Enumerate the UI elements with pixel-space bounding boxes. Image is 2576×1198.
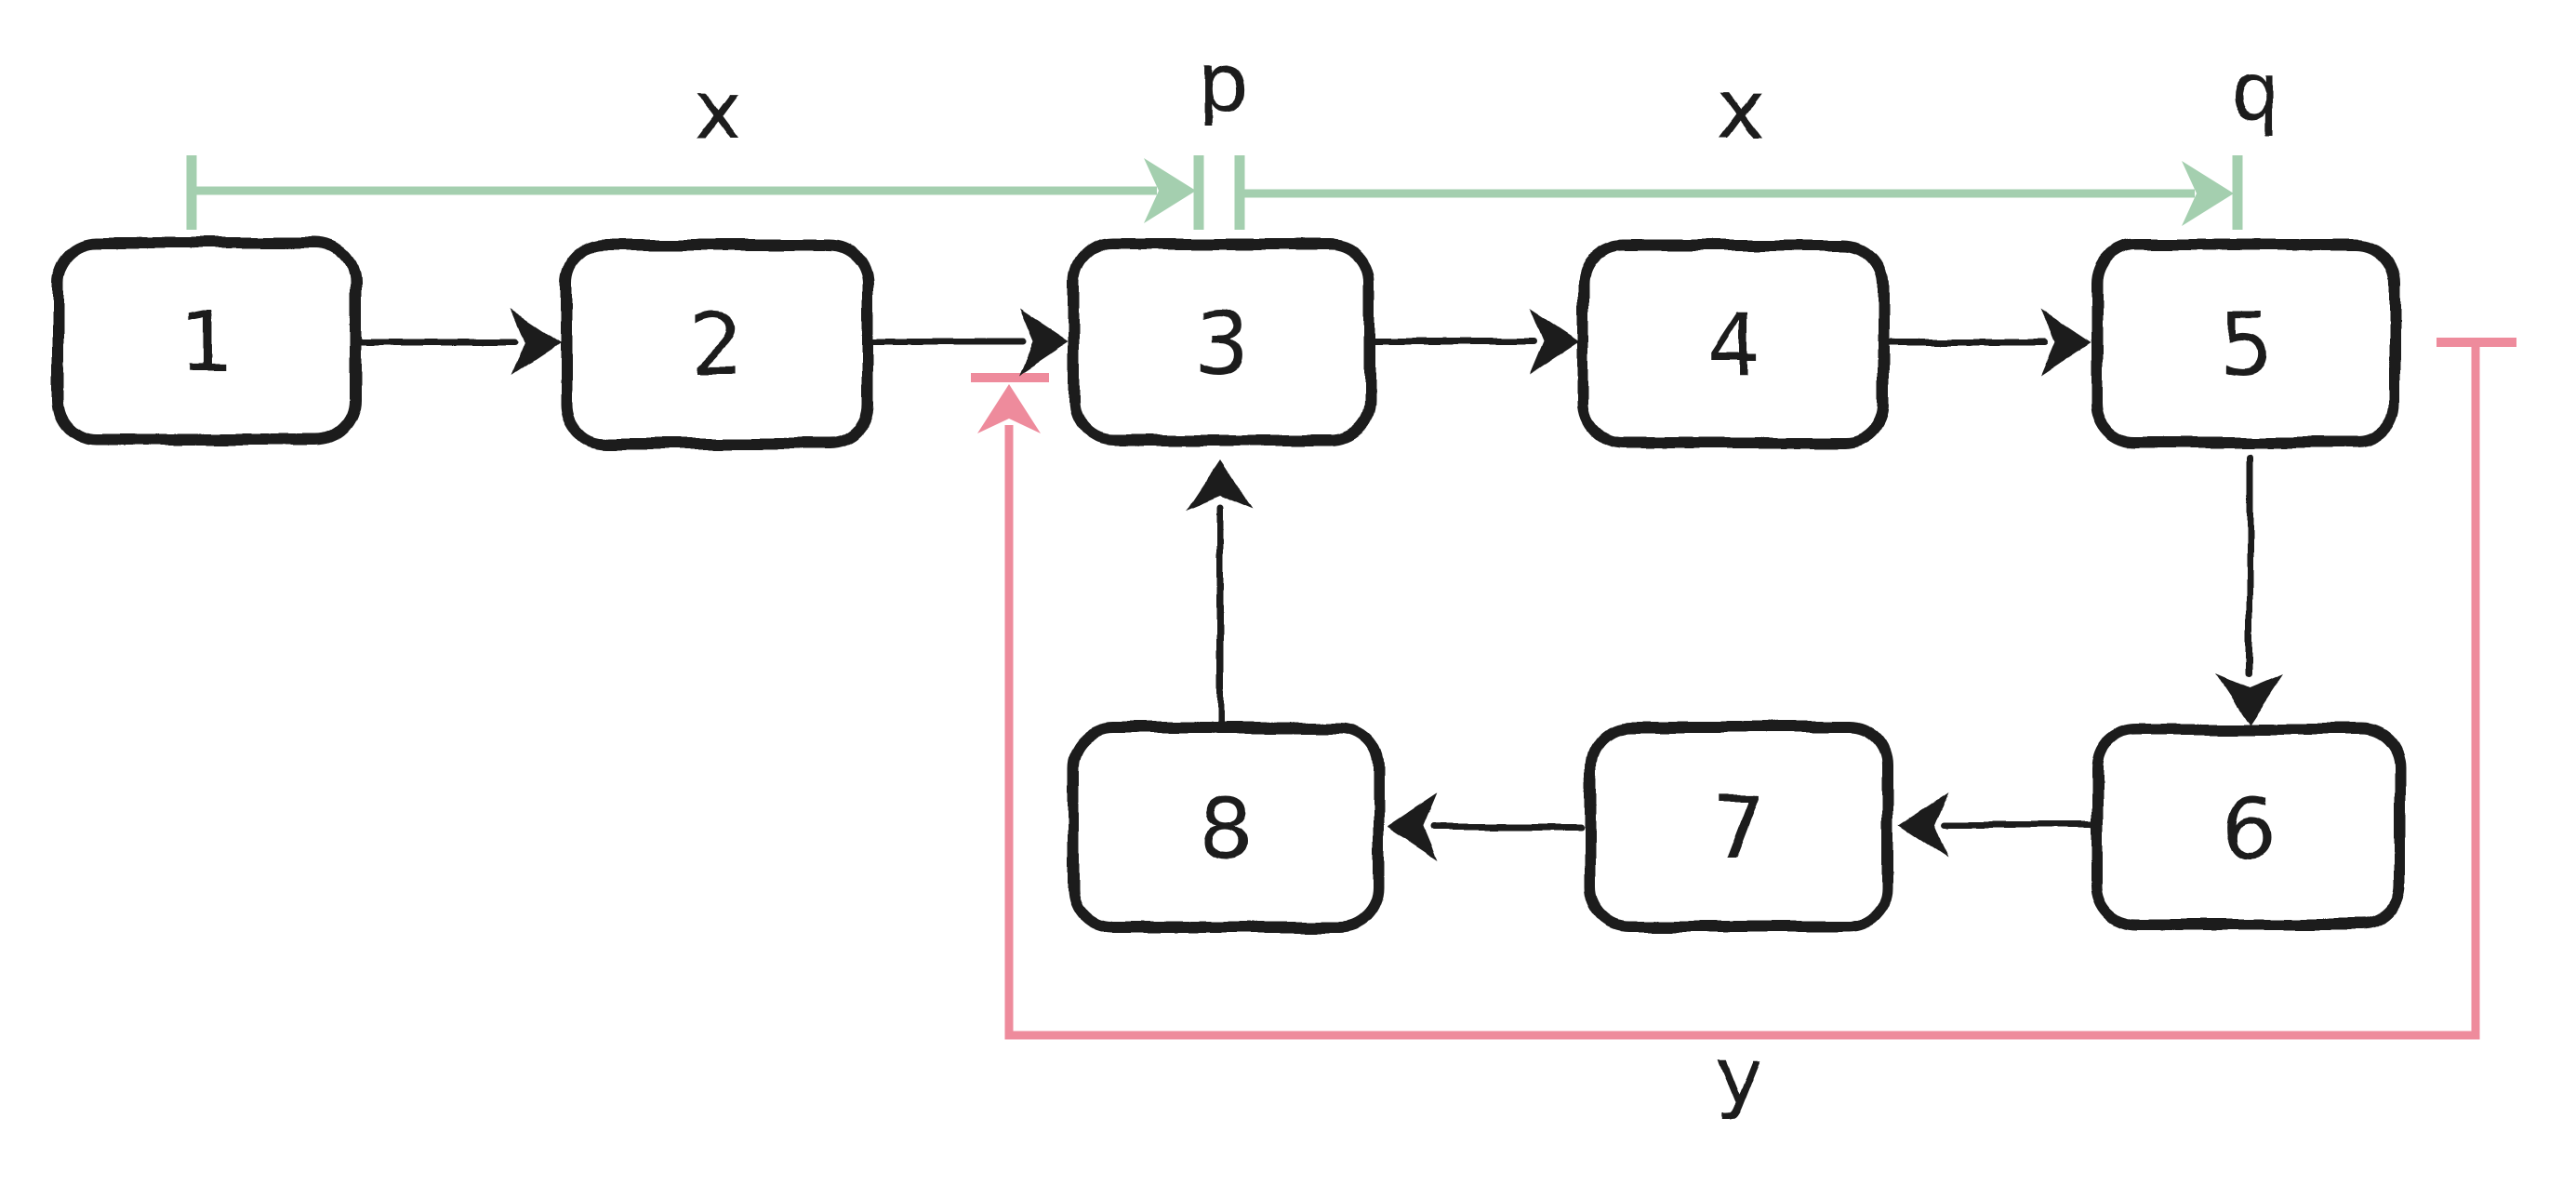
node-5-box: [2091, 239, 2400, 448]
node-2-label: 2: [690, 296, 745, 395]
node-4: 4: [1578, 240, 1889, 448]
span-x-right-arrowhead-icon: [2182, 161, 2234, 226]
label-p: p: [1198, 36, 1249, 129]
node-7: 7: [1585, 722, 1893, 932]
node-5-label: 5: [2219, 295, 2274, 394]
ink-layer: 1 2 3 4 5 6 7 8: [52, 36, 2406, 1123]
link-4-5: [1881, 309, 2091, 376]
link-1-2-arrowhead-icon: [511, 309, 562, 376]
link-2-3-arrowhead-icon: [1018, 308, 1069, 375]
node-4-label: 4: [1706, 296, 1761, 395]
link-6-7-arrowhead-icon: [1899, 792, 1949, 859]
label-y: y: [1717, 1030, 1764, 1123]
link-3-4: [1368, 308, 1580, 375]
node-6: 6: [2091, 724, 2406, 930]
span-x-left-arrowhead-icon: [1144, 158, 1196, 223]
label-x-left: x: [695, 64, 742, 157]
cycle-layer: [971, 338, 2516, 1040]
node-1-label: 1: [179, 293, 234, 393]
link-3-4-arrowhead-icon: [1530, 308, 1580, 375]
link-8-3-arrowhead-icon: [1187, 459, 1254, 510]
node-1: 1: [52, 237, 361, 446]
node-2-box: [561, 239, 873, 449]
node-3-highlighted: 3: [1069, 238, 1375, 446]
link-7-8-arrowhead-icon: [1388, 793, 1438, 860]
node-6-label: 6: [2222, 779, 2277, 878]
link-6-7: [1899, 792, 2096, 859]
label-q: q: [2229, 46, 2280, 139]
node-8-label: 8: [1199, 779, 1254, 879]
node-3-label: 3: [1195, 294, 1250, 393]
node-7-label: 7: [1712, 779, 1767, 878]
node-6-box: [2091, 724, 2406, 930]
link-8-3: [1187, 459, 1254, 728]
link-4-5-arrowhead-icon: [2041, 309, 2091, 376]
cycle-arrowhead-icon: [977, 384, 1041, 433]
node-8-box: [1068, 723, 1384, 933]
node-2: 2: [561, 239, 873, 449]
link-5-6-arrowhead-icon: [2216, 674, 2283, 725]
link-7-8: [1388, 793, 1585, 860]
link-5-6: [2216, 454, 2283, 725]
node-7-box: [1585, 722, 1893, 932]
label-x-right: x: [1718, 64, 1765, 157]
measurement-layer: [186, 155, 2243, 230]
node-8: 8: [1068, 723, 1384, 933]
link-1-2: [354, 309, 562, 376]
node-5: 5: [2091, 239, 2400, 448]
link-2-3: [868, 308, 1069, 375]
cycle-path: [1004, 346, 2480, 1040]
